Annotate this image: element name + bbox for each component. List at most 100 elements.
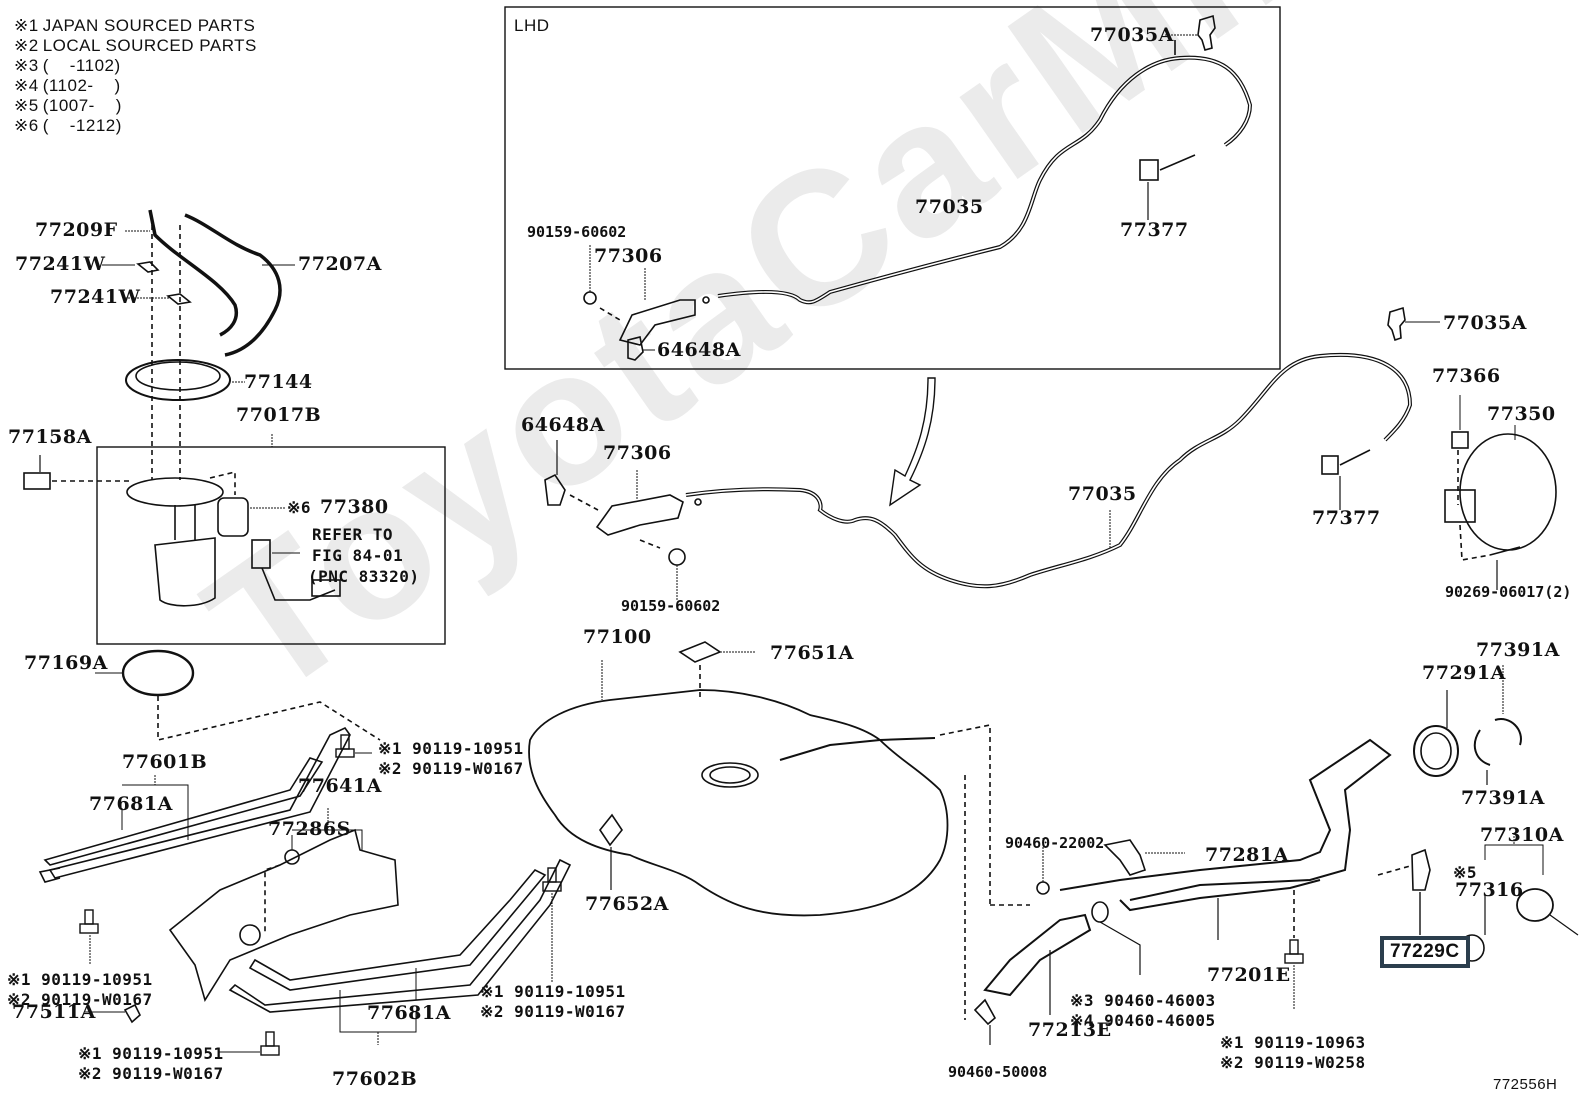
part-label-lhd-77377[interactable]: 77377: [1120, 219, 1189, 241]
fuel-door-hinge: [1444, 489, 1476, 523]
part-label-77207A[interactable]: 77207A: [298, 253, 382, 275]
refer-note-line-1: REFER TO: [312, 525, 394, 544]
clamp-90460-46003: [1091, 901, 1109, 923]
part-label-77241W-2[interactable]: 77241W: [50, 286, 141, 308]
part-label-bolt-left-1[interactable]: ※1 90119-10951: [7, 970, 153, 989]
part-label-77366[interactable]: 77366: [1432, 365, 1501, 387]
clip-77366: [1451, 431, 1469, 449]
protector-77641A: [168, 828, 399, 1002]
fuel-cap-77310A: [1516, 888, 1554, 922]
part-label-bolt-bottom-2[interactable]: ※2 90119-W0167: [78, 1064, 224, 1083]
part-label-90269-06017[interactable]: 90269-06017(2): [1445, 583, 1572, 601]
part-label-77601B[interactable]: 77601B: [122, 751, 208, 773]
part-label-77310A[interactable]: 77310A: [1480, 824, 1564, 846]
clip-77241W-1: [136, 261, 160, 273]
part-label-bolt-top-2[interactable]: ※2 90119-W0167: [378, 759, 524, 778]
ring-77391A: [1473, 718, 1522, 766]
part-label-77511A[interactable]: 77511A: [12, 1001, 96, 1023]
bolt-left: [79, 909, 99, 934]
part-label-77291A[interactable]: 77291A: [1422, 662, 1506, 684]
lhd-lever-77306: [618, 299, 696, 346]
part-label-77169A[interactable]: 77169A: [24, 652, 108, 674]
lhd-clip-64648A: [627, 336, 644, 361]
part-label-77035[interactable]: 77035: [1068, 483, 1137, 505]
direction-arrow: [889, 377, 936, 507]
part-label-90159-60602[interactable]: 90159-60602: [621, 597, 721, 615]
part-label-bolt-left-2[interactable]: ※2 90119-W0167: [7, 990, 153, 1009]
part-label-lhd-90159-60602[interactable]: 90159-60602: [527, 223, 627, 241]
drawing-number: 772556H: [1493, 1076, 1558, 1093]
part-label-77681A-left[interactable]: 77681A: [89, 793, 173, 815]
part-label-77201E[interactable]: 77201E: [1207, 964, 1291, 986]
part-label-77391A-bottom[interactable]: 77391A: [1461, 787, 1545, 809]
part-label-bolt-top-1[interactable]: ※1 90119-10951: [378, 739, 524, 758]
part-label-77241W-1[interactable]: 77241W: [15, 253, 106, 275]
part-label-77651A[interactable]: 77651A: [770, 642, 854, 664]
part-label-lhd-77035[interactable]: 77035: [915, 196, 984, 218]
part-label-77380[interactable]: 77380: [320, 496, 389, 518]
note-5: ※5(1007- ): [14, 96, 122, 115]
part-label-77017B[interactable]: 77017B: [236, 404, 322, 426]
part-label-77602B[interactable]: 77602B: [332, 1068, 418, 1090]
clip-77229C: [1411, 848, 1431, 891]
filter-77380: [217, 497, 249, 537]
part-label-77158A[interactable]: 77158A: [8, 426, 92, 448]
part-label-77209F[interactable]: 77209F: [35, 219, 118, 241]
clip-77377: [1321, 455, 1339, 475]
part-label-bolt-right-2[interactable]: ※2 90119-W0258: [1220, 1053, 1366, 1072]
seal-77291A: [1413, 725, 1459, 777]
part-label-77281A[interactable]: 77281A: [1205, 844, 1289, 866]
part-label-77229C-highlighted[interactable]: 77229C: [1380, 936, 1470, 968]
clip-64648A: [544, 473, 566, 506]
label-plate-77652A: [599, 813, 623, 847]
part-label-77641A[interactable]: 77641A: [298, 775, 382, 797]
bolt-bottom: [260, 1031, 280, 1056]
part-label-77213E[interactable]: 77213E: [1028, 1019, 1112, 1041]
tube-77207A-b: [184, 213, 282, 357]
part-label-clamp-2[interactable]: ※4 90460-46005: [1070, 1011, 1216, 1030]
clip-90460-50008: [973, 998, 997, 1026]
lock-ring-77144: [125, 359, 231, 401]
note-marker-77316: ※5: [1453, 863, 1478, 882]
label-plate-77651A: [678, 641, 722, 663]
part-label-77144[interactable]: 77144: [244, 371, 313, 393]
strap-77601B: [38, 867, 61, 883]
lhd-bolt-90159: [583, 291, 597, 305]
part-label-lhd-64648A[interactable]: 64648A: [657, 339, 741, 361]
part-label-90460-50008[interactable]: 90460-50008: [948, 1063, 1048, 1081]
part-label-77652A[interactable]: 77652A: [585, 893, 669, 915]
part-label-77391A-top[interactable]: 77391A: [1476, 639, 1560, 661]
part-label-77377[interactable]: 77377: [1312, 507, 1381, 529]
part-label-77350[interactable]: 77350: [1487, 403, 1556, 425]
part-label-77316[interactable]: 77316: [1455, 879, 1524, 901]
part-label-77286S[interactable]: 77286S: [268, 818, 351, 840]
hose-77213E: [983, 913, 1092, 997]
part-label-64648A[interactable]: 64648A: [521, 414, 605, 436]
note-3: ※3( -1102): [14, 56, 121, 75]
valve-77158A: [23, 472, 51, 490]
pump-body: [154, 537, 216, 607]
part-label-77035A[interactable]: 77035A: [1443, 312, 1527, 334]
part-label-77681A-right[interactable]: 77681A: [367, 1002, 451, 1024]
part-label-lhd-77306[interactable]: 77306: [594, 245, 663, 267]
strap-77602B: [228, 858, 572, 1013]
breather-tube-77201E: [1059, 738, 1392, 901]
refer-note-line-2[interactable]: FIG 84-01: [312, 546, 404, 565]
part-label-clamp-1[interactable]: ※3 90460-46003: [1070, 991, 1216, 1010]
bolt-top: [335, 734, 355, 758]
part-label-lhd-77035A[interactable]: 77035A: [1090, 24, 1174, 46]
part-label-77100[interactable]: 77100: [583, 626, 652, 648]
strap-77681A-right: [248, 869, 547, 991]
part-label-bolt-mid-1[interactable]: ※1 90119-10951: [480, 982, 626, 1001]
bolt-90159: [668, 548, 686, 566]
refer-note-line-3: (PNC 83320): [308, 567, 420, 586]
bolt-right: [1284, 939, 1304, 964]
part-label-bolt-bottom-1[interactable]: ※1 90119-10951: [78, 1044, 224, 1063]
part-label-bolt-right-1[interactable]: ※1 90119-10963: [1220, 1033, 1366, 1052]
pump-flange: [126, 477, 224, 507]
part-label-90460-22002[interactable]: 90460-22002: [1005, 834, 1105, 852]
part-label-77306[interactable]: 77306: [603, 442, 672, 464]
part-label-bolt-mid-2[interactable]: ※2 90119-W0167: [480, 1002, 626, 1021]
